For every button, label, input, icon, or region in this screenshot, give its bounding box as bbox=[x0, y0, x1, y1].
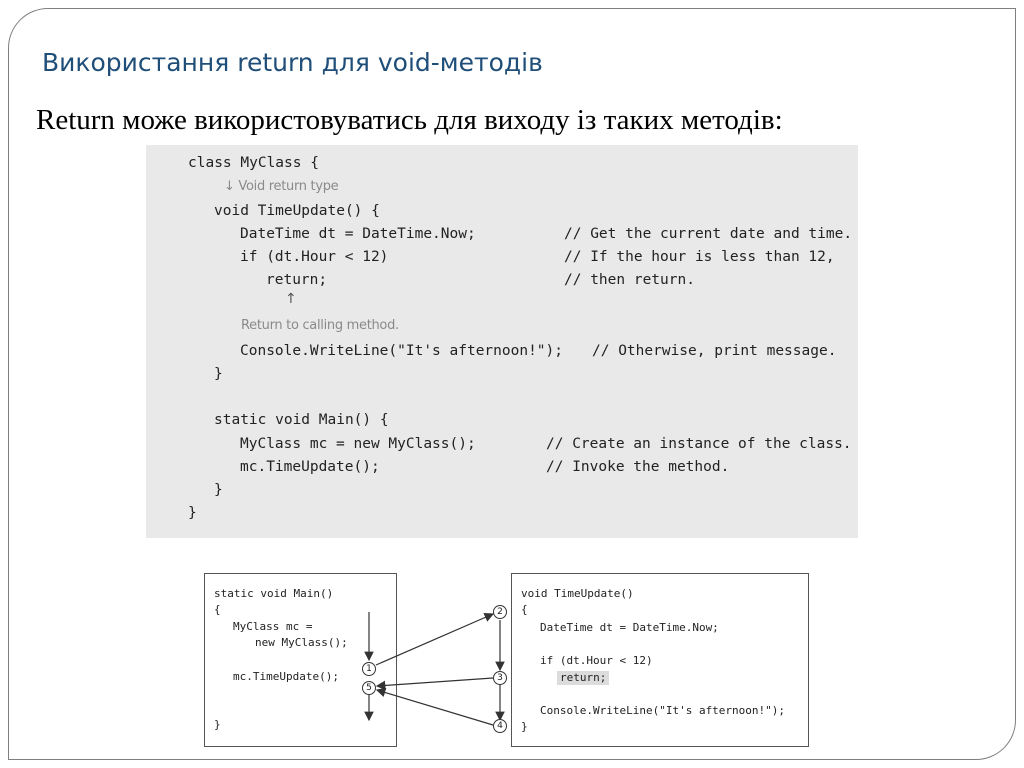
diagram-code-line: } bbox=[521, 720, 528, 733]
step-3-marker: 3 bbox=[493, 671, 507, 685]
diagram-code-line: new MyClass(); bbox=[255, 636, 348, 649]
code-line: } bbox=[214, 482, 223, 498]
diagram-code-line: if (dt.Hour < 12) bbox=[540, 654, 653, 667]
flow-arrow bbox=[375, 677, 494, 691]
diagram-code-line: { bbox=[521, 603, 528, 616]
diagram-code-line: } bbox=[214, 718, 221, 731]
void-return-note: ↓ Void return type bbox=[224, 179, 339, 194]
step-4-marker: 4 bbox=[493, 719, 507, 733]
code-line: static void Main() { bbox=[214, 412, 389, 428]
code-comment: // If the hour is less than 12, bbox=[564, 249, 835, 265]
code-comment: // Otherwise, print message. bbox=[592, 343, 837, 359]
code-line: return; bbox=[266, 272, 328, 288]
diagram-code-line: mc.TimeUpdate(); bbox=[233, 670, 339, 683]
code-line: mc.TimeUpdate(); bbox=[240, 459, 380, 475]
code-line: DateTime dt = DateTime.Now; bbox=[240, 226, 476, 242]
highlighted-return: return; bbox=[557, 671, 610, 685]
code-line: if (dt.Hour < 12) bbox=[240, 249, 389, 265]
return-note: Return to calling method. bbox=[241, 318, 399, 333]
slide-title: Використання return для void-методів bbox=[42, 48, 543, 77]
code-line: } bbox=[214, 366, 223, 382]
code-listing: class MyClass { ↓ Void return type void … bbox=[146, 145, 858, 538]
flow-arrow bbox=[375, 612, 495, 666]
diagram-code-line: static void Main() bbox=[214, 587, 334, 600]
code-comment: // Invoke the method. bbox=[546, 459, 730, 475]
step-1-marker: 1 bbox=[362, 662, 376, 676]
timeupdate-method-box: void TimeUpdate() { DateTime dt = DateTi… bbox=[511, 573, 809, 747]
code-comment: // then return. bbox=[564, 272, 695, 288]
diagram-code-line: DateTime dt = DateTime.Now; bbox=[540, 621, 719, 634]
diagram-code-line: void TimeUpdate() bbox=[521, 587, 634, 600]
diagram-code-line: { bbox=[214, 603, 221, 616]
code-comment: // Create an instance of the class. bbox=[546, 436, 852, 452]
step-2-marker: 2 bbox=[493, 605, 507, 619]
code-line: MyClass mc = new MyClass(); bbox=[240, 436, 476, 452]
up-arrow-icon: ↑ bbox=[285, 291, 297, 307]
code-line: class MyClass { bbox=[188, 155, 319, 171]
code-line: Console.WriteLine("It's afternoon!"); bbox=[240, 343, 564, 359]
flow-arrow bbox=[375, 687, 494, 726]
diagram-code-line: MyClass mc = bbox=[233, 620, 313, 633]
step-5-marker: 5 bbox=[362, 681, 376, 695]
diagram-code-line: Console.WriteLine("It's afternoon!"); bbox=[540, 704, 786, 717]
code-line: void TimeUpdate() { bbox=[214, 203, 380, 219]
slide-subtitle: Return може використовуватись для виходу… bbox=[36, 104, 783, 136]
code-comment: // Get the current date and time. bbox=[564, 226, 853, 242]
code-line: } bbox=[188, 505, 197, 521]
